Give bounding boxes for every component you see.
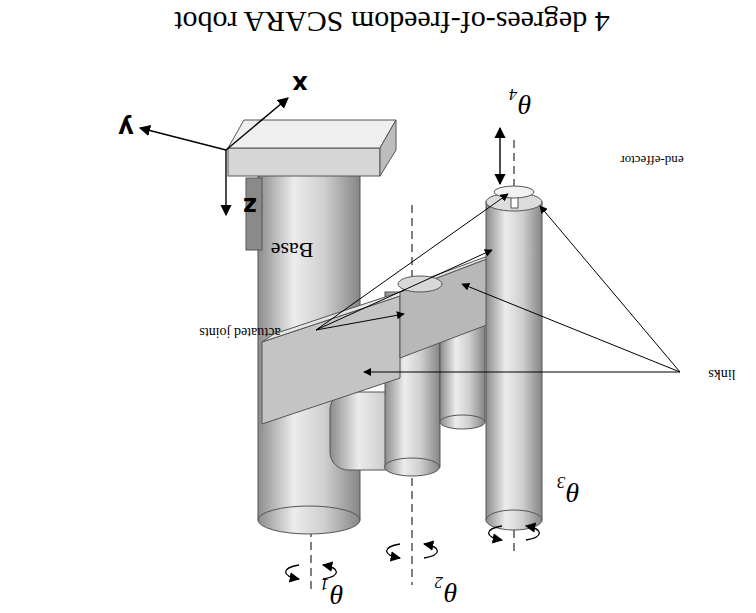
axis-label: x: [292, 71, 307, 97]
part-label: end-effector: [620, 153, 683, 167]
rotation-arrows: [286, 526, 540, 579]
joint-column: [486, 193, 542, 530]
axis-label: z: [243, 193, 257, 219]
translation-arrow: [499, 128, 500, 184]
part-label: actuated joints: [199, 324, 280, 339]
joint-variable: θ₄: [508, 89, 532, 120]
diagram-title: 4 degrees-of-freedom SCARA robot: [174, 6, 610, 39]
part-label: Base: [271, 238, 314, 262]
end-effector: [494, 186, 534, 208]
part-label: links: [708, 366, 735, 381]
axis-label: y: [118, 115, 134, 141]
joint-variable: θ₂: [434, 577, 458, 608]
joint-variable: θ₃: [556, 477, 580, 508]
link-arm: [262, 288, 412, 424]
frame-axes: [140, 98, 288, 215]
joint-variable: θ₁: [320, 578, 344, 609]
leader-lines: [316, 194, 680, 372]
